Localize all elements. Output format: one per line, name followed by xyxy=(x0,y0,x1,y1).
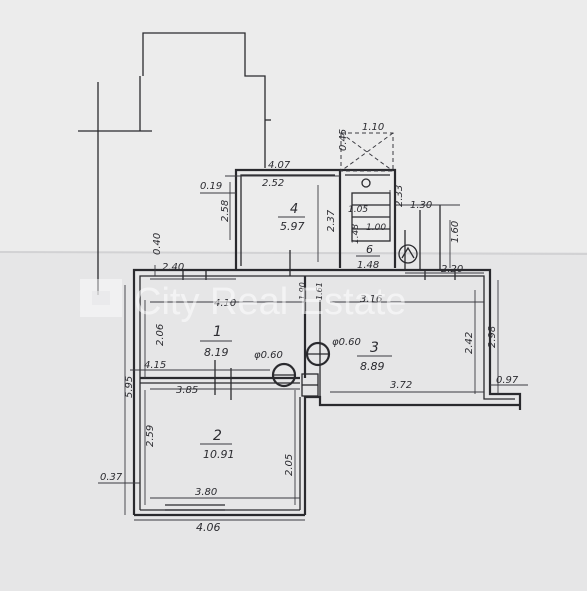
dim-0-97: 0.97 xyxy=(496,375,519,386)
dim-1-60: 1.60 xyxy=(450,221,461,243)
room-label-4: 4 5.97 xyxy=(278,202,305,233)
svg-text:10.91: 10.91 xyxy=(203,448,235,461)
dim-3-85: 3.85 xyxy=(176,385,198,396)
chimney-left-label: φ0.60 xyxy=(254,350,283,361)
dim-1-90: 1.90 xyxy=(298,282,307,300)
watermark-text: City Real Estate xyxy=(134,281,406,323)
dim-2-33: 2.33 xyxy=(394,185,405,207)
chimney-left xyxy=(271,362,297,388)
dim-2-98: 2.98 xyxy=(487,326,498,348)
room-label-3: 3 8.89 xyxy=(357,340,392,373)
dim-1-30: 1.30 xyxy=(410,200,432,211)
dim-2-06: 2.06 xyxy=(155,324,166,346)
dim-1-48-side: 1.48 xyxy=(351,224,361,244)
svg-text:8.19: 8.19 xyxy=(204,346,229,359)
stair-icon xyxy=(361,178,371,188)
dim-1-10: 1.10 xyxy=(362,122,384,133)
neighbour-outline xyxy=(78,32,271,295)
dim-1-00: 1.00 xyxy=(366,223,386,233)
svg-text:3: 3 xyxy=(370,340,379,356)
dim-4-07: 4.07 xyxy=(268,160,291,171)
room-label-6: 6 1.48 xyxy=(356,243,380,271)
dim-2-58: 2.58 xyxy=(220,200,231,222)
dim-0-40: 0.40 xyxy=(152,233,163,255)
dim-3-72: 3.72 xyxy=(390,380,412,391)
dim-5-95: 5.95 xyxy=(124,376,135,398)
watermark: City Real Estate xyxy=(80,279,406,323)
svg-text:2: 2 xyxy=(213,428,222,444)
dim-2-52: 2.52 xyxy=(262,178,284,189)
boiler-icon xyxy=(398,244,418,264)
dim-0-37: 0.37 xyxy=(100,472,123,483)
dim-1-61: 1.61 xyxy=(315,282,324,300)
chimney-right-label: φ0.60 xyxy=(332,337,361,348)
svg-text:6: 6 xyxy=(366,243,373,256)
dim-4-06: 4.06 xyxy=(196,521,221,534)
svg-text:1.48: 1.48 xyxy=(357,260,379,271)
dim-4-10: 4.10 xyxy=(214,298,236,309)
svg-text:4: 4 xyxy=(290,202,298,217)
dim-2-37: 2.37 xyxy=(326,209,337,232)
svg-text:5.97: 5.97 xyxy=(280,220,305,233)
dim-3-80: 3.80 xyxy=(195,487,217,498)
dim-2-40: 2.40 xyxy=(162,262,184,273)
dim-3-16: 3.16 xyxy=(360,294,382,305)
room-label-1: 1 8.19 xyxy=(200,324,232,359)
svg-text:8.89: 8.89 xyxy=(360,360,385,373)
dimension-labels: 1.10 0.45 4.07 0.19 2.52 2.58 2.37 1.05 … xyxy=(100,122,519,534)
dim-2-05: 2.05 xyxy=(284,454,295,476)
room-label-2: 2 10.91 xyxy=(200,428,235,461)
dim-0-45: 0.45 xyxy=(338,129,349,151)
dim-2-42: 2.42 xyxy=(464,332,475,354)
dim-2-59: 2.59 xyxy=(145,425,156,447)
svg-text:1: 1 xyxy=(213,324,222,340)
dim-1-05: 1.05 xyxy=(348,205,368,215)
chimney-right xyxy=(305,341,331,367)
dim-0-19: 0.19 xyxy=(200,181,222,192)
dimension-lines xyxy=(98,175,528,521)
dim-2-20: 2.20 xyxy=(441,264,463,275)
dim-4-15: 4.15 xyxy=(144,360,166,371)
